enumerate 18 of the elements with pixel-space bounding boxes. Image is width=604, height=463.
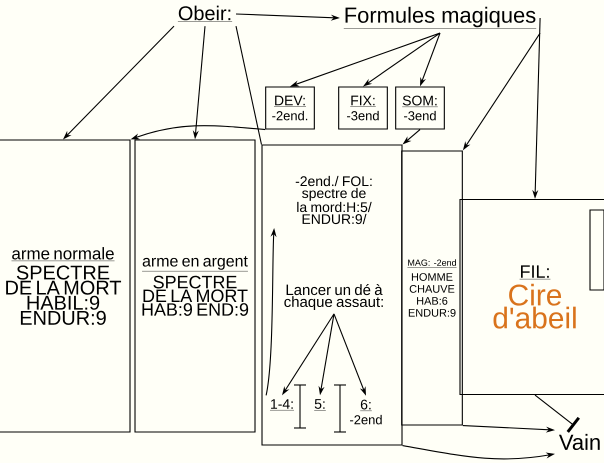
side-box <box>589 209 604 291</box>
note-text: Lancer un dé à chaque assaut: <box>284 284 383 310</box>
item-box: FIL: Cire d'abeil <box>459 198 604 396</box>
spell-box: FIX: -3end <box>338 86 388 130</box>
weapon-box: arme en argent SPECTRE DE LA MORT HAB:9 END:9 <box>134 139 256 433</box>
enemy-box: MAG: -2end HOMME CHAUVE HAB:6 ENDUR:9 <box>401 150 463 426</box>
note-text: -2end./ FOL: spectre de la mord:H:5/ ENDUR:9/ <box>296 176 372 224</box>
dice-result-text: 6: -2end <box>350 400 382 424</box>
weapon-box: arme normale SPECTRE DE LA MORT HABIL:9 ENDUR:9 <box>0 139 131 433</box>
spell-box: SOM: -3end <box>395 86 445 130</box>
heading-text: Formules magiques <box>344 6 536 29</box>
heading-text: Obeir: <box>178 6 232 22</box>
outcome-box <box>261 144 403 446</box>
arrow <box>534 394 580 433</box>
dice-result-text: 5: <box>314 399 326 410</box>
dice-result-text: 1-4: <box>270 399 294 410</box>
spell-box: DEV: -2end. <box>265 86 315 130</box>
result-text: Vain <box>558 434 600 450</box>
